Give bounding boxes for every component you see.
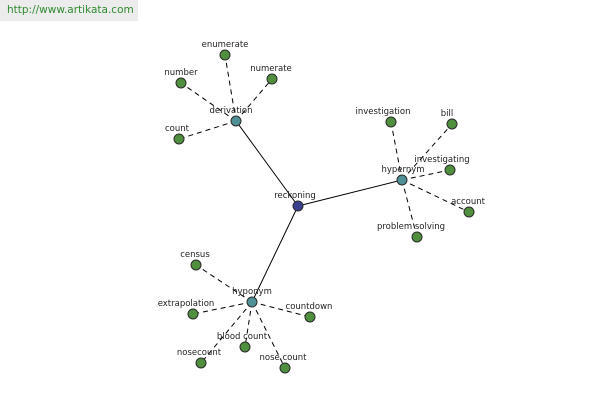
label-number: number — [164, 68, 198, 78]
node-bill[interactable] — [446, 118, 458, 130]
node-extrapolation[interactable] — [187, 308, 199, 320]
url-banner: http://www.artikata.com — [0, 0, 138, 21]
edge-derivation-count — [178, 120, 237, 140]
node-number[interactable] — [175, 77, 187, 89]
node-countdown[interactable] — [304, 311, 316, 323]
node-investigating[interactable] — [444, 164, 456, 176]
label-countdown: countdown — [286, 302, 333, 312]
edge-hypernym-investigating — [401, 169, 451, 181]
edge-derivation-numerate — [235, 78, 273, 122]
label-reckoning: reckoning — [274, 191, 316, 201]
node-problem-solving[interactable] — [411, 231, 423, 243]
node-investigation[interactable] — [385, 116, 397, 128]
node-count[interactable] — [173, 133, 185, 145]
edge-reckoning-derivation — [235, 120, 299, 207]
edge-derivation-enumerate — [224, 54, 237, 122]
label-bill: bill — [441, 109, 453, 119]
edge-reckoning-hypernym — [297, 179, 403, 207]
edge-hyponym-nosecount — [200, 301, 253, 364]
label-hyponym: hyponym — [232, 287, 272, 297]
edge-hyponym-census — [195, 264, 253, 303]
edge-derivation-number — [180, 82, 237, 122]
node-blood-count[interactable] — [239, 341, 251, 353]
edge-hyponym-extrapolation — [192, 301, 253, 315]
edge-hypernym-investigation — [390, 121, 403, 181]
label-nosecount: nosecount — [177, 348, 222, 358]
label-account: account — [451, 197, 486, 207]
edge-hyponym-countdown — [251, 301, 311, 318]
edge-hypernym-account — [401, 179, 470, 213]
edges-layer — [178, 54, 470, 369]
edge-hypernym-problem-solving — [401, 179, 418, 238]
label-nose-count: nose count — [260, 353, 308, 363]
node-account[interactable] — [463, 206, 475, 218]
node-hyponym[interactable] — [246, 296, 258, 308]
edge-hyponym-blood-count — [244, 301, 253, 348]
node-nose-count[interactable] — [279, 362, 291, 374]
label-investigation: investigation — [355, 107, 410, 117]
node-numerate[interactable] — [266, 73, 278, 85]
node-reckoning[interactable] — [292, 200, 304, 212]
label-extrapolation: extrapolation — [158, 299, 215, 309]
edge-hyponym-nose-count — [251, 301, 286, 369]
label-enumerate: enumerate — [202, 40, 249, 50]
label-numerate: numerate — [250, 64, 292, 74]
edge-reckoning-hyponym — [251, 205, 299, 303]
label-count: count — [165, 124, 190, 134]
site-url-link[interactable]: http://www.artikata.com — [7, 4, 134, 16]
label-derivation: derivation — [209, 106, 252, 116]
label-census: census — [180, 250, 210, 260]
node-hypernym[interactable] — [396, 174, 408, 186]
node-census[interactable] — [190, 259, 202, 271]
label-blood-count: blood count — [217, 332, 268, 342]
node-nosecount[interactable] — [195, 357, 207, 369]
edge-hypernym-bill — [401, 123, 453, 181]
labels-layer: reckoning derivation hypernym hyponym enumer… — [158, 40, 486, 363]
label-hypernym: hypernym — [381, 165, 424, 175]
label-problem-solving: problem solving — [377, 222, 445, 232]
node-enumerate[interactable] — [219, 49, 231, 61]
nodes-layer — [173, 49, 475, 374]
node-derivation[interactable] — [230, 115, 242, 127]
label-investigating: investigating — [414, 155, 469, 165]
